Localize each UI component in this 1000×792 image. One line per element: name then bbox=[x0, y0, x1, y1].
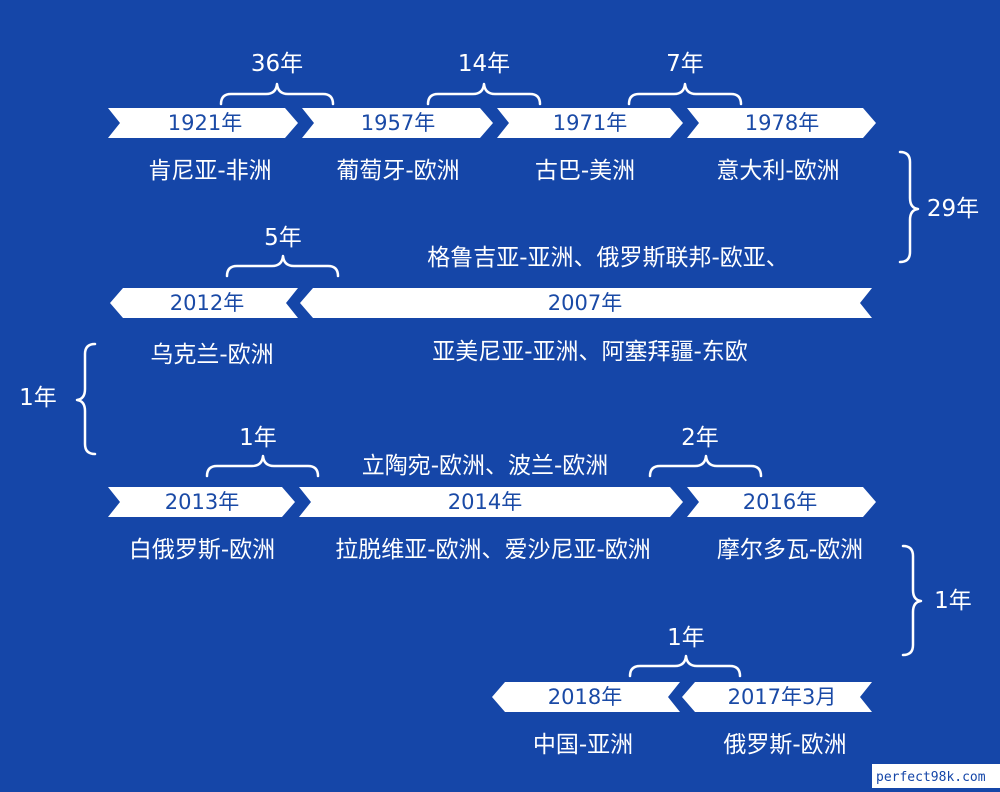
row3-label-latvia: 拉脱维亚-欧洲、爱沙尼亚-欧洲 bbox=[335, 537, 651, 563]
gap-brace-r1-r2 bbox=[898, 150, 920, 264]
gap-r1-r2: 29年 bbox=[927, 196, 979, 222]
row3-gap-brace-2 bbox=[648, 454, 763, 478]
row1-gap-brace-1 bbox=[219, 82, 335, 106]
gap-r2-r3: 1年 bbox=[19, 385, 57, 411]
row4-arrow-2018 bbox=[492, 682, 680, 712]
row2-year-2012: 2012年 bbox=[170, 291, 244, 315]
row1-label-portugal: 葡萄牙-欧洲 bbox=[336, 158, 459, 184]
row1-label-italy: 意大利-欧洲 bbox=[716, 158, 839, 184]
row1-year-1921: 1921年 bbox=[168, 111, 242, 135]
row3-gap-1: 1年 bbox=[239, 425, 277, 451]
row3-year-2013: 2013年 bbox=[165, 490, 239, 514]
row1-gap-brace-3 bbox=[627, 82, 743, 106]
row1-year-1978: 1978年 bbox=[745, 111, 819, 135]
row2-label-ukraine: 乌克兰-欧洲 bbox=[150, 342, 273, 368]
row1-arrow-1921 bbox=[108, 108, 298, 138]
row4-gap-1: 1年 bbox=[667, 625, 705, 651]
row2-arrow-2007 bbox=[300, 288, 872, 318]
row3-arrow-2014 bbox=[299, 487, 683, 517]
row4-arrow-2017 bbox=[682, 682, 872, 712]
row3-year-2014: 2014年 bbox=[448, 490, 522, 514]
row2-gap-5: 5年 bbox=[264, 225, 302, 251]
row3-label-belarus: 白俄罗斯-欧洲 bbox=[129, 537, 275, 563]
gap-r3-r4: 1年 bbox=[934, 588, 972, 614]
row1-gap-36: 36年 bbox=[251, 51, 303, 77]
row1-arrow-1971 bbox=[497, 108, 683, 138]
row1-label-cuba: 古巴-美洲 bbox=[535, 158, 635, 184]
row2-top-label: 格鲁吉亚-亚洲、俄罗斯联邦-欧亚、 bbox=[427, 245, 789, 271]
row2-arrow-2012 bbox=[110, 288, 298, 318]
row1-year-1971: 1971年 bbox=[553, 111, 627, 135]
row2-year-2007: 2007年 bbox=[548, 291, 622, 315]
row4-year-2017: 2017年3月 bbox=[728, 685, 837, 709]
row1-arrow-1957 bbox=[302, 108, 493, 138]
row3-label-moldova: 摩尔多瓦-欧洲 bbox=[717, 537, 863, 563]
watermark-box bbox=[872, 764, 1000, 788]
row1-arrow-1978 bbox=[687, 108, 876, 138]
row1-label-kenya: 肯尼亚-非洲 bbox=[148, 158, 271, 184]
row3-top-label: 立陶宛-欧洲、波兰-欧洲 bbox=[362, 453, 609, 479]
row1-gap-14: 14年 bbox=[458, 51, 510, 77]
row1-year-1957: 1957年 bbox=[361, 111, 435, 135]
row2-gap-brace bbox=[225, 254, 340, 278]
row3-arrow-2016 bbox=[687, 487, 876, 517]
row3-gap-2: 2年 bbox=[681, 425, 719, 451]
row3-arrow-2013 bbox=[108, 487, 295, 517]
row4-gap-brace bbox=[628, 654, 742, 678]
row1-gap-7: 7年 bbox=[666, 51, 704, 77]
row3-gap-brace-1 bbox=[205, 454, 320, 478]
row2-label-armenia: 亚美尼亚-亚洲、阿塞拜疆-东欧 bbox=[432, 339, 748, 365]
row4-year-2018: 2018年 bbox=[548, 685, 622, 709]
watermark-text: perfect98k.com bbox=[876, 770, 986, 785]
gap-brace-r2-r3 bbox=[75, 342, 97, 456]
row4-label-russia: 俄罗斯-欧洲 bbox=[723, 732, 846, 758]
row4-label-china: 中国-亚洲 bbox=[533, 732, 633, 758]
row3-year-2016: 2016年 bbox=[743, 490, 817, 514]
gap-brace-r3-r4 bbox=[901, 544, 923, 657]
row1-gap-brace-2 bbox=[426, 82, 542, 106]
